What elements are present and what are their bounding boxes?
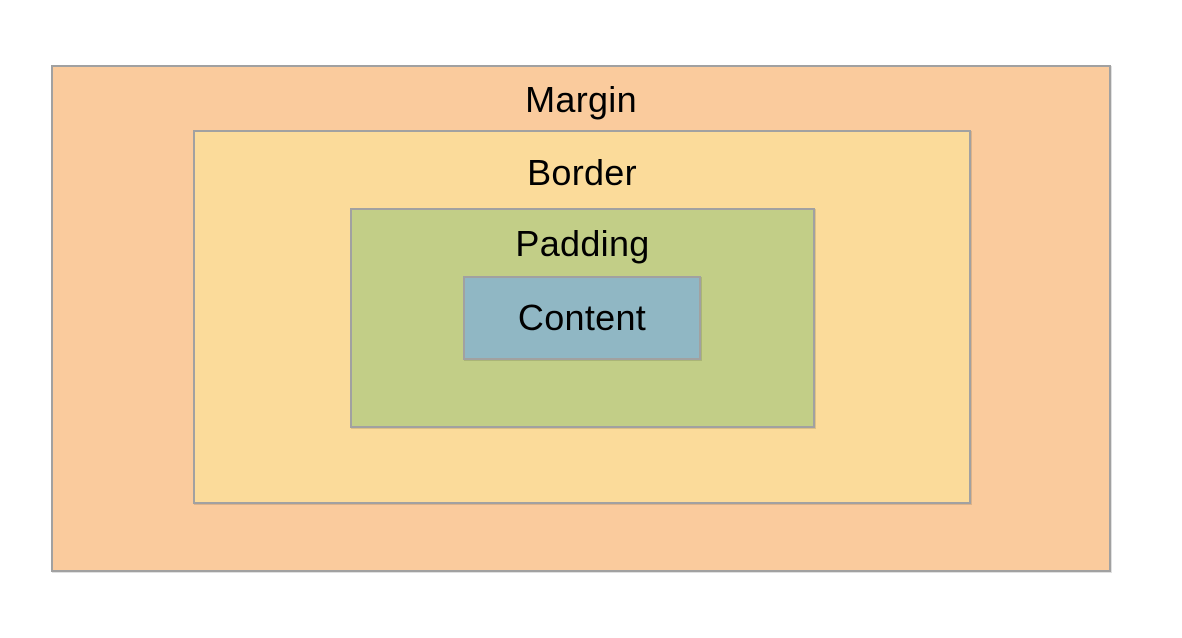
border-box: Border Padding Content [193, 130, 971, 504]
padding-label: Padding [515, 223, 650, 264]
content-label: Content [517, 297, 647, 338]
padding-box: Padding Content [350, 208, 815, 428]
border-label: Border [527, 152, 637, 193]
margin-box: Margin Border Padding Content [51, 65, 1111, 572]
margin-label: Margin [525, 79, 637, 120]
content-box: Content [463, 276, 701, 360]
